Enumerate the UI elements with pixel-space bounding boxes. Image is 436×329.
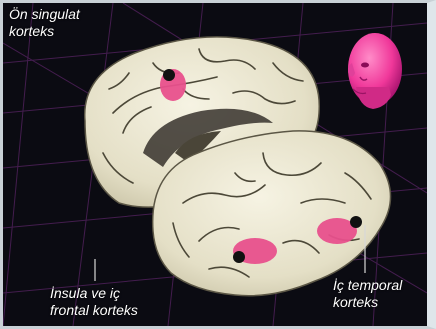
head-icon	[348, 33, 402, 109]
label-insula: İnsula ve iç frontal korteks	[50, 285, 138, 319]
highlight-anterior-cingulate	[160, 69, 186, 101]
label-inner-temporal: İç temporal korteks	[333, 277, 402, 311]
label-anterior-cingulate: Ön singulat korteks	[9, 6, 80, 40]
highlight-insula	[233, 238, 277, 264]
